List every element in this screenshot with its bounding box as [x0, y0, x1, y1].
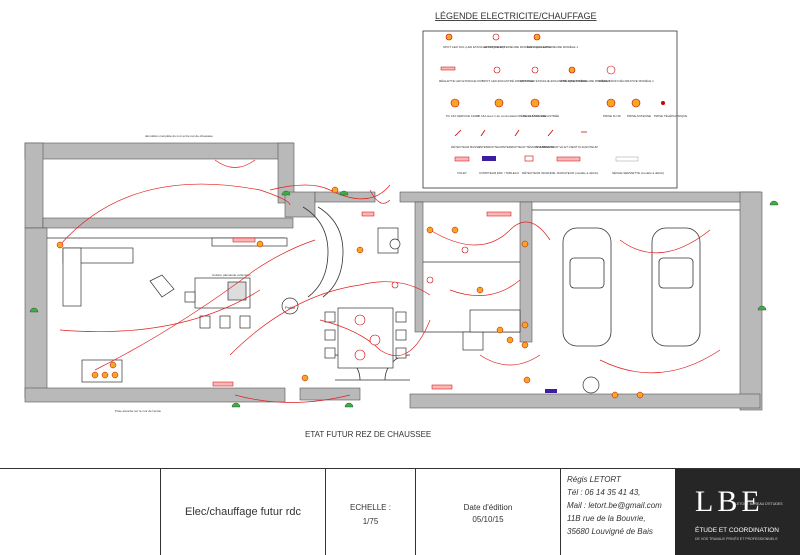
logo-etude-text: ÉTUDE ET COORDINATION: [695, 527, 779, 534]
legend-row1-1: APPLIQUE EXTERIEURE MODÈLE 2 sur crochet: [484, 44, 551, 49]
legend-row4-2: INTERRUPTEUR TÉMOIN LUMINEUX: [502, 144, 554, 149]
boiler-icon: [582, 376, 600, 394]
legend-row4-3: INTERRUPTEUR VA-ET-VIENT: [535, 145, 578, 149]
scale-cell: ECHELLE : 1/75: [325, 469, 415, 555]
wiring: [59, 159, 721, 403]
scale-value: 1/75: [362, 517, 379, 526]
note-poele: Poêle: [285, 305, 296, 310]
legend-row3-1: PC 16A avec 1 de commutation/RÉSEAU ÉTAN…: [476, 113, 546, 118]
meter-panel: [545, 389, 557, 393]
contact-mail: Mail : letort.be@gmail.com: [567, 501, 662, 510]
legend-row3-0: PC 16A SERVICE 16A+T: [446, 114, 480, 118]
legend-row-5: VOLET COMPTEUR EDF / TABLEAU DÉTECTEUR I…: [454, 155, 664, 175]
legend-row1-0: SPOT LED SOL (LED ETANCHE ANTICHOC): [443, 45, 504, 49]
legend-row4-1: INTERRUPTEUR: [479, 145, 503, 149]
legend-row4-4: CLIGNOTEUR: [578, 145, 599, 149]
legend-title: LÉGENDE ELECTRICITE/CHAUFFAGE: [435, 11, 597, 21]
company-logo: LBE LETORT BUREAU D'ETUDES ÉTUDE ET COOR…: [675, 469, 800, 555]
legend-row5-4: SÈCHE-SERVIETTE (modèle à définir): [612, 170, 664, 175]
outbuilding-walls: [24, 142, 295, 229]
note-bottom: Prise étanche sur le mur de l'école: [115, 409, 161, 413]
utility-fixtures: [377, 227, 521, 351]
title-block: Elec/chauffage futur rdc ECHELLE : 1/75 …: [0, 468, 800, 555]
house-walls: [24, 191, 763, 411]
contact-addr2: 35680 Louvigné de Bais: [567, 527, 653, 536]
legend-row5-0: VOLET: [457, 171, 467, 175]
project-title: Elec/chauffage futur rdc: [160, 469, 325, 555]
legend-row2-4: SUSPENSION DÉCORATIVE MODÈLE 1: [598, 78, 654, 83]
legend-row5-2: DÉTECTEUR INCENDIE: [522, 170, 556, 175]
living-room-furniture: [62, 237, 299, 383]
legend-row2-0: RÉGLETTE LED ETANCHE IK07: [439, 78, 484, 83]
legend-row2-1: SPOT LED ENCASTRÉ ORIENTABLE: [482, 78, 534, 83]
note-top: démolition complète du mur entre rez-de-…: [145, 134, 213, 138]
legend-row5-1: COMPTEUR EDF / TABLEAU: [479, 171, 519, 175]
legend-row2-3: APPLIQUE INTÉRIEURE MODÈLE 1: [560, 78, 610, 83]
legend-row-4: DÉTECTEUR BASSE INTERRUPTEUR INTERRUPTEU…: [451, 129, 599, 149]
radiators: [212, 211, 512, 390]
note-kitchen: Cuisine (demande cuisiniste): [212, 273, 251, 277]
legend-row3-5: PRISE TÉLÉPHONIQUE: [654, 113, 687, 118]
legend-row3-2: PC 32A SOL ENCASTRÉE: [523, 113, 559, 118]
plan-title: ETAT FUTUR REZ DE CHAUSSEE: [305, 430, 431, 439]
legend-row-1: SPOT LED SOL (LED ETANCHE ANTICHOC) APPL…: [443, 33, 578, 49]
contact-name: Régis LETORT: [567, 475, 621, 484]
date-value: 05/10/15: [472, 515, 504, 524]
legend-row3-3: PRISE RJ 45: [603, 114, 621, 118]
logo-mark: LBE: [695, 485, 764, 518]
electrical-fixtures: [56, 186, 644, 399]
legend-row-3: PC 16A SERVICE 16A+T PC 16A avec 1 de co…: [446, 98, 687, 118]
contact-cell: Régis LETORT Tél : 06 14 35 41 43, Mail …: [560, 469, 675, 555]
date-cell: Date d'édition 05/10/15: [415, 469, 560, 555]
legend-row1-2: APPLIQUE EXTERIEURE MODÈLE 1: [527, 44, 578, 49]
contact-tel: Tél : 06 14 35 41 43,: [567, 488, 641, 497]
contact-addr1: 11B rue de la Bouvrie,: [567, 514, 646, 523]
date-label: Date d'édition: [463, 503, 513, 512]
legend-row-2: RÉGLETTE LED ETANCHE IK07 SPOT LED ENCAS…: [439, 65, 654, 83]
legend-panel: LÉGENDE ELECTRICITE/CHAUFFAGE SPOT LED S…: [422, 11, 687, 189]
cars: [562, 227, 701, 347]
legend-row2-2: SPOT LED ETANCHE ENCASTRÉ ORIENTABLE: [520, 78, 587, 83]
logo-sub-text: DE VOS TRAVAUX PRIVÉS ET PROFESSIONNELS: [695, 537, 778, 541]
exterior-lights: [29, 190, 779, 408]
ceiling-lights: [354, 246, 469, 361]
floor-plan: LÉGENDE ELECTRICITE/CHAUFFAGE SPOT LED S…: [24, 11, 779, 439]
logo-small-text: LETORT BUREAU D'ETUDES: [735, 502, 783, 506]
legend-row4-0: DÉTECTEUR BASSE: [451, 144, 480, 149]
legend-row3-4: PRISE ANTENNE: [627, 114, 651, 118]
scale-label: ECHELLE :: [350, 503, 391, 512]
dining-table: [324, 307, 407, 369]
legend-row5-3: RADIATEUR (modèle à définir): [557, 171, 598, 175]
